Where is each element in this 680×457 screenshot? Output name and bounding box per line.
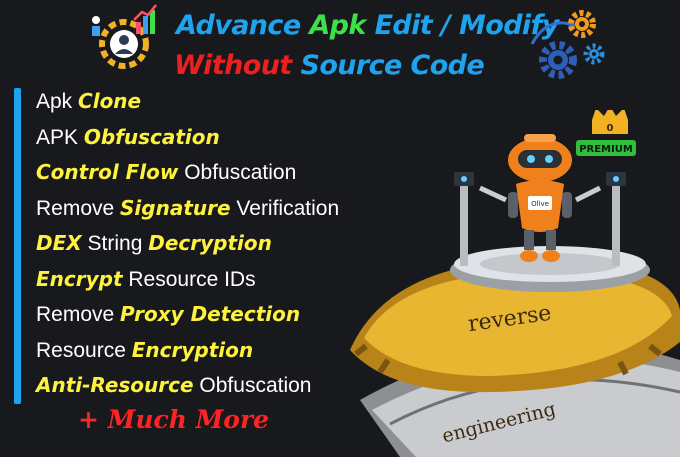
list-item: Apk Clone	[36, 89, 142, 113]
gears-icon	[530, 10, 605, 79]
premium-label: PREMIUM	[579, 144, 633, 155]
title-word-advance: Advance	[176, 10, 301, 41]
list-item: DEX String Decryption	[36, 231, 272, 255]
list-item: Remove Proxy Detection	[36, 302, 301, 326]
much-more-text: + Much More	[78, 405, 270, 434]
list-item: Encrypt Resource IDs	[36, 266, 256, 291]
title-line-2: Without Source Code	[174, 50, 485, 81]
title-word-without: Without	[174, 50, 292, 81]
title-word-source-code: Source Code	[300, 50, 485, 81]
crown-icon	[592, 110, 628, 120]
reverse-engineering-illustration: engineering reverse	[350, 110, 680, 457]
robot-icon: Olive	[478, 134, 602, 262]
premium-badge: 0 PREMIUM	[576, 110, 636, 156]
gold-gear-icon: reverse	[350, 260, 680, 393]
list-item: Remove Signature Verification	[36, 195, 340, 220]
list-item: Control Flow Obfuscation	[36, 160, 297, 184]
title-word-apk: Apk	[309, 10, 366, 41]
list-item: Resource Encryption	[36, 337, 254, 362]
title-word-edit-modify: Edit / Modify	[374, 10, 560, 41]
list-item: Anti-Resource Obfuscation	[36, 373, 312, 397]
robot-chest-label: Olive	[531, 200, 549, 208]
accent-bar	[14, 88, 21, 404]
analytics-person-icon	[92, 4, 157, 69]
title-line-1: Advance Apk Edit / Modify	[176, 10, 559, 41]
list-item: APK Obfuscation	[36, 124, 220, 149]
feature-list: Apk Clone APK Obfuscation Control Flow O…	[36, 86, 339, 406]
crown-count: 0	[607, 123, 614, 134]
